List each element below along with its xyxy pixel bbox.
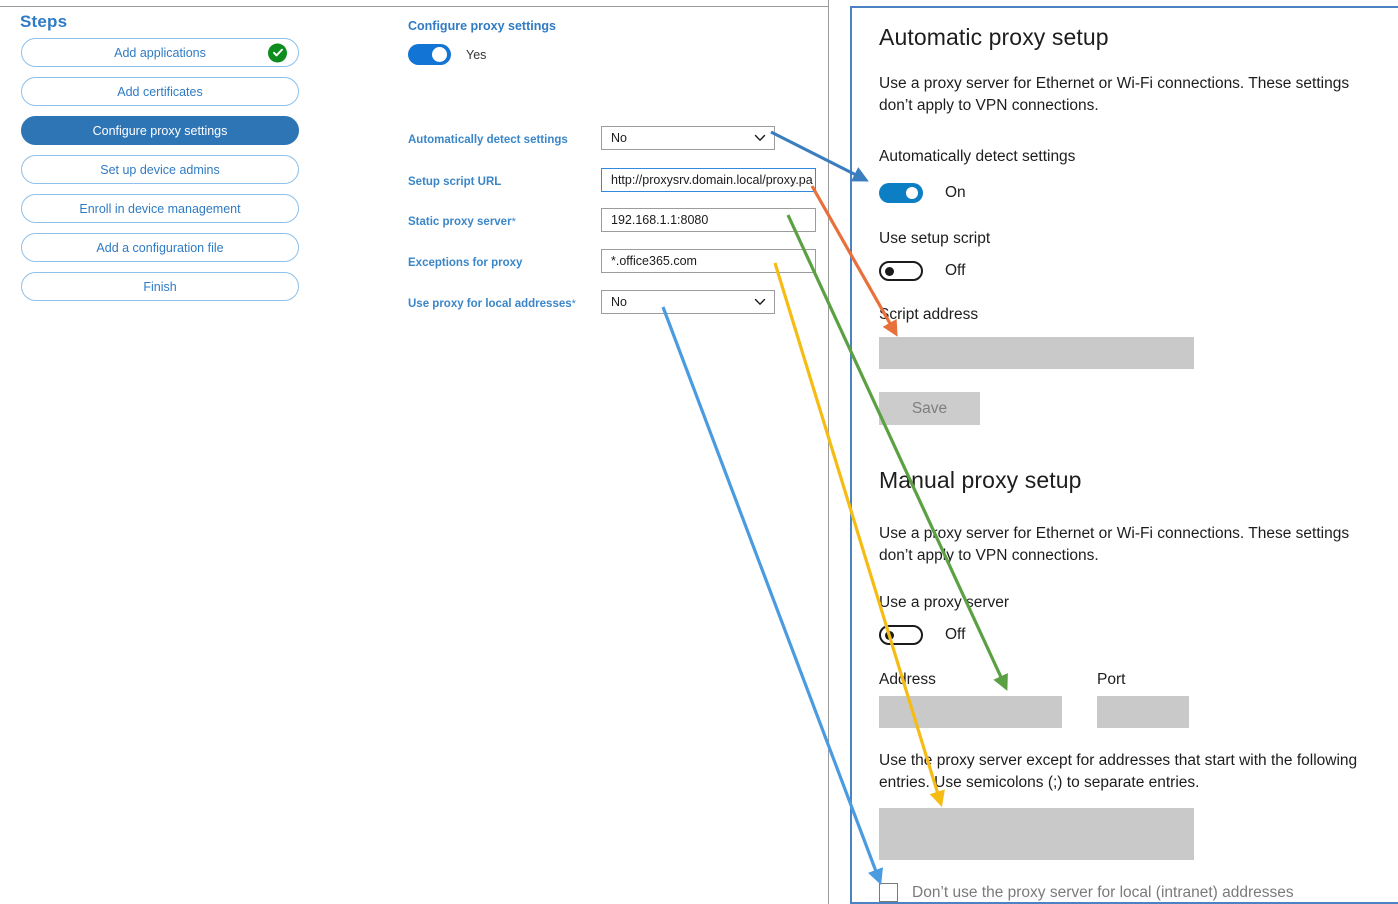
automatically-detect-settings-value: On: [945, 184, 966, 201]
use-a-proxy-server-toggle[interactable]: [879, 625, 923, 645]
select-use-proxy-for-local-addresses[interactable]: No: [601, 290, 775, 314]
chevron-down-icon: [754, 132, 766, 144]
sidebar-item-add-applications[interactable]: Add applications: [21, 38, 299, 67]
toggle-knob: [906, 187, 918, 199]
chevron-down-icon: [754, 296, 766, 308]
automatically-detect-settings-label: Automatically detect settings: [879, 148, 1076, 165]
form-heading: Configure proxy settings: [408, 19, 556, 33]
address-input[interactable]: [879, 696, 1062, 728]
use-setup-script-toggle-row: Off: [879, 261, 965, 281]
label-exceptions-for-proxy: Exceptions for proxy: [408, 257, 523, 269]
step-label: Add applications: [114, 45, 206, 60]
automatic-proxy-setup-description: Use a proxy server for Ethernet or Wi-Fi…: [879, 75, 1350, 114]
label-setup-script-url: Setup script URL: [408, 176, 502, 188]
vertical-divider-line: [828, 0, 829, 904]
input-value: *.office365.com: [611, 254, 697, 268]
windows-proxy-settings-panel: Automatic proxy setup Use a proxy server…: [850, 6, 1398, 904]
sidebar-item-enroll-in-device-management[interactable]: Enroll in device management: [21, 194, 299, 223]
check-circle-icon: [268, 43, 287, 62]
steps-panel: Steps Add applications Add certificates …: [0, 6, 330, 326]
use-setup-script-toggle[interactable]: [879, 261, 923, 281]
configure-proxy-settings-toggle-label: Yes: [466, 47, 487, 62]
save-button[interactable]: Save: [879, 392, 980, 425]
top-divider-line: [0, 6, 828, 7]
bypass-local-addresses-row[interactable]: Don’t use the proxy server for local (in…: [879, 883, 1294, 902]
use-a-proxy-server-value: Off: [945, 626, 966, 643]
bypass-local-addresses-label: Don’t use the proxy server for local (in…: [912, 883, 1294, 901]
manual-proxy-setup-description: Use a proxy server for Ethernet or Wi-Fi…: [879, 525, 1350, 564]
sidebar-item-configure-proxy-settings[interactable]: Configure proxy settings: [21, 116, 299, 145]
configure-proxy-settings-toggle[interactable]: [408, 44, 451, 65]
step-label: Finish: [143, 279, 177, 294]
step-label: Configure proxy settings: [92, 123, 228, 138]
input-exceptions-for-proxy[interactable]: *.office365.com: [601, 249, 816, 273]
sidebar-item-set-up-device-admins[interactable]: Set up device admins: [21, 155, 299, 184]
configure-proxy-settings-toggle-row: Yes: [408, 44, 486, 65]
proxy-form-panel: Configure proxy settings Yes Automatical…: [408, 19, 816, 314]
automatically-detect-settings-toggle-row: On: [879, 183, 966, 203]
automatically-detect-settings-toggle[interactable]: [879, 183, 923, 203]
input-static-proxy-server[interactable]: 192.168.1.1:8080: [601, 208, 816, 232]
address-label: Address: [879, 671, 936, 688]
use-setup-script-label: Use setup script: [879, 230, 991, 247]
script-address-label: Script address: [879, 306, 979, 323]
select-value: No: [611, 295, 627, 309]
bypass-local-addresses-checkbox[interactable]: [879, 883, 898, 902]
select-value: No: [611, 131, 627, 145]
automatic-proxy-setup-heading: Automatic proxy setup: [879, 24, 1109, 50]
select-automatically-detect-settings[interactable]: No: [601, 126, 775, 150]
sidebar-item-add-a-configuration-file[interactable]: Add a configuration file: [21, 233, 299, 262]
step-label: Add a configuration file: [96, 240, 224, 255]
toggle-knob: [885, 631, 894, 640]
use-setup-script-value: Off: [945, 262, 966, 279]
use-a-proxy-server-toggle-row: Off: [879, 625, 965, 645]
proxy-exceptions-description: Use the proxy server except for addresse…: [879, 752, 1358, 791]
input-value: 192.168.1.1:8080: [611, 213, 709, 227]
manual-proxy-setup-heading: Manual proxy setup: [879, 467, 1082, 493]
sidebar-item-add-certificates[interactable]: Add certificates: [21, 77, 299, 106]
script-address-input[interactable]: [879, 337, 1194, 369]
use-a-proxy-server-label: Use a proxy server: [879, 594, 1010, 611]
sidebar-item-finish[interactable]: Finish: [21, 272, 299, 301]
step-label: Enroll in device management: [79, 201, 241, 216]
input-setup-script-url[interactable]: http://proxysrv.domain.local/proxy.pa: [601, 168, 816, 192]
label-static-proxy-server: Static proxy server*: [408, 216, 516, 228]
step-label: Set up device admins: [100, 162, 220, 177]
input-value: http://proxysrv.domain.local/proxy.pa: [611, 173, 813, 187]
toggle-knob: [885, 267, 894, 276]
port-label: Port: [1097, 671, 1126, 688]
label-automatically-detect-settings: Automatically detect settings: [408, 134, 568, 146]
step-label: Add certificates: [117, 84, 203, 99]
toggle-knob: [432, 47, 447, 62]
steps-title: Steps: [20, 12, 68, 31]
proxy-exceptions-input[interactable]: [879, 808, 1194, 860]
label-use-proxy-for-local-addresses: Use proxy for local addresses*: [408, 298, 576, 310]
port-input[interactable]: [1097, 696, 1189, 728]
